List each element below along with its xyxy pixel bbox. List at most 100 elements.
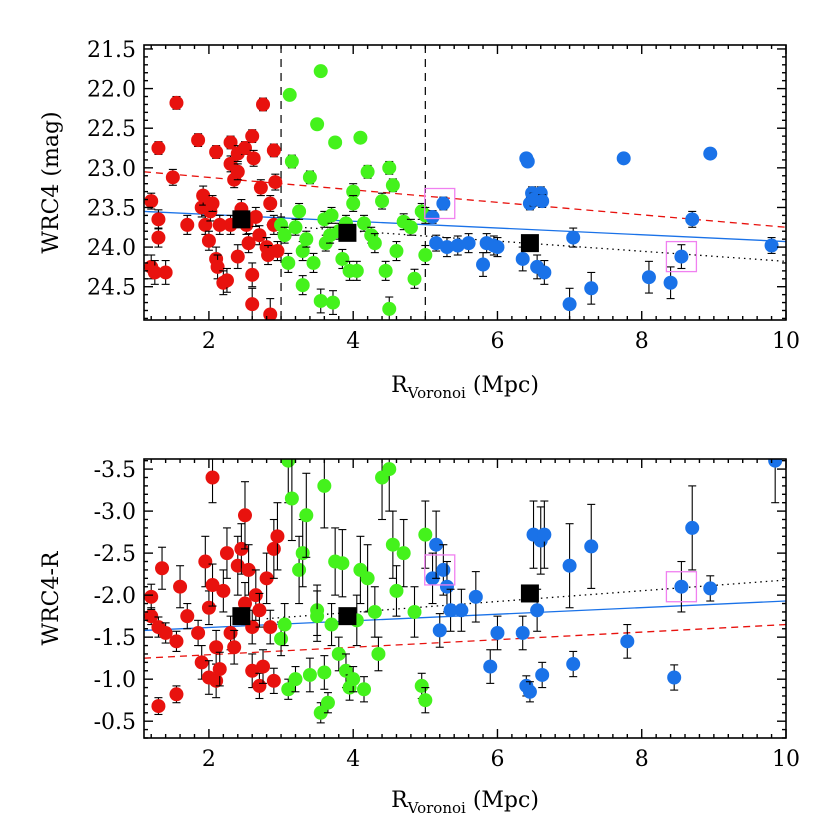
point-blue [530,603,545,618]
point-green [418,248,433,263]
point-red [212,662,227,677]
y-tick-label: -0.5 [94,710,136,735]
y-tick-label: -1.0 [94,668,136,693]
point-blue [439,240,454,255]
point-red [212,217,227,232]
highlight-box [665,571,698,603]
point-blue [429,537,444,552]
point-green [302,170,317,185]
plot-area [144,45,786,320]
point-blue [537,265,552,280]
point-red [216,583,231,598]
point-red [245,129,260,144]
point-red [169,95,184,110]
point-blue [674,579,689,594]
point-red [252,228,267,243]
y-tick-label: -2.0 [94,584,136,609]
point-red [237,141,252,156]
point-red [201,233,216,248]
plot-frame [143,458,787,739]
point-red [180,609,195,624]
point-green [323,228,338,243]
point-green [357,216,372,231]
point-red [210,259,225,274]
point-blue [429,236,444,251]
point-green [299,232,314,247]
point-green [310,117,325,132]
point-green [277,228,292,243]
point-green [324,208,339,223]
point-blue [562,297,577,312]
point-red [205,196,220,211]
point-red [230,249,245,264]
point-green [385,178,400,193]
y-tick-label: 23.5 [87,196,136,221]
point-green [346,196,361,211]
point-red [205,578,220,593]
point-red [201,600,216,615]
point-red [173,579,188,594]
point-red [151,141,166,156]
point-red [205,470,220,485]
mean-square-marker [338,607,357,626]
point-blue [520,154,535,169]
point-green [274,631,289,646]
point-red [241,562,256,577]
point-red [230,164,245,179]
point-green [378,263,393,278]
point-red [256,659,271,674]
mean-square-marker [232,607,251,626]
point-blue [490,240,505,255]
point-red [263,620,278,635]
point-red [248,588,263,603]
point-red [246,151,261,166]
point-blue [468,589,483,604]
y-tick-label: 24.0 [87,236,136,261]
point-green [396,546,411,561]
y-axis-label: WRC4 (mag) [39,111,64,253]
y-axis-label: WRC4-R [39,550,64,645]
point-red [248,209,263,224]
point-green [389,244,404,259]
point-green [367,236,382,251]
point-green [282,87,297,102]
point-blue [566,657,581,672]
point-green [325,295,340,310]
point-blue [535,667,550,682]
point-green [292,562,307,577]
point-green [407,271,422,286]
point-green [414,678,429,693]
point-blue [436,196,451,211]
mean-square-marker [520,234,539,253]
point-blue [443,603,458,618]
point-red [155,561,170,576]
point-green [277,617,292,632]
fit-line-dashed [144,623,786,659]
point-green [375,194,390,209]
point-red [241,236,256,251]
point-red [266,541,281,556]
plot-area [144,459,786,724]
point-red [270,244,285,259]
point-green [281,255,296,270]
point-green [360,571,375,586]
point-red [256,97,271,112]
point-green [382,301,397,316]
point-blue [584,281,599,296]
point-green [371,646,386,661]
point-green [284,491,299,506]
point-green [382,462,397,477]
point-green [317,478,332,493]
point-blue [667,670,682,685]
highlight-box [424,187,456,220]
point-green [295,278,310,293]
point-blue [454,603,469,618]
point-blue [685,212,700,227]
point-red [196,188,211,203]
point-red [263,196,278,211]
point-blue [674,249,689,264]
point-blue [522,684,537,699]
point-red [219,273,234,288]
